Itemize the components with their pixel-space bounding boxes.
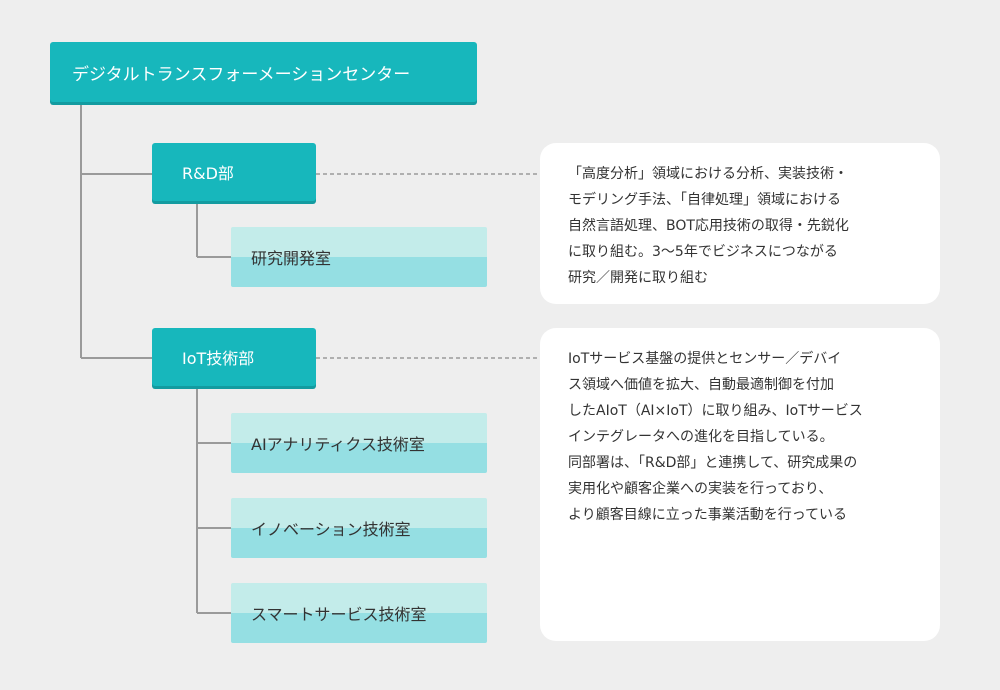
- desc-card-iot: IoTサービス基盤の提供とセンサー／デバイ ス領域へ価値を拡大、自動最適制御を付…: [540, 328, 940, 641]
- node-office-rnd-lab: 研究開発室: [231, 227, 487, 287]
- desc-rnd-line: 「高度分析」領域における分析、実装技術・: [568, 166, 848, 182]
- desc-rnd-line: に取り組む。3～5年でビジネスにつながる: [568, 244, 838, 260]
- desc-iot-line: IoTサービス基盤の提供とセンサー／デバイ: [568, 351, 842, 367]
- desc-card-rnd: 「高度分析」領域における分析、実装技術・ モデリング手法、「自律処理」領域におけ…: [540, 143, 940, 304]
- node-dept-rnd-label: R&D部: [182, 164, 234, 183]
- node-office-rnd-lab-label: 研究開発室: [251, 249, 332, 268]
- desc-iot-line: 同部署は、「R&D部」と連携して、研究成果の: [568, 455, 858, 471]
- node-dept-rnd: R&D部: [152, 143, 316, 201]
- desc-iot-line: したAIoT（AI×IoT）に取り組み、IoTサービス: [568, 403, 863, 419]
- node-dept-iot-label: IoT技術部: [182, 349, 255, 368]
- node-office-ai-analytics-label: AIアナリティクス技術室: [251, 435, 425, 454]
- desc-rnd-line: モデリング手法、「自律処理」領域における: [568, 192, 841, 208]
- desc-iot-line: 実用化や顧客企業への実装を行っており、: [568, 481, 833, 497]
- node-office-smart-service-label: スマートサービス技術室: [251, 605, 427, 624]
- desc-rnd-line: 研究／開発に取り組む: [568, 270, 708, 286]
- node-office-innovation: イノベーション技術室: [231, 498, 487, 558]
- desc-rnd-line: 自然言語処理、BOT応用技術の取得・先鋭化: [568, 218, 849, 234]
- node-root-dx-center: デジタルトランスフォーメーションセンター: [50, 42, 477, 102]
- desc-iot-line: ス領域へ価値を拡大、自動最適制御を付加: [568, 377, 834, 393]
- node-office-innovation-label: イノベーション技術室: [251, 520, 411, 539]
- node-office-smart-service: スマートサービス技術室: [231, 583, 487, 643]
- node-office-ai-analytics: AIアナリティクス技術室: [231, 413, 487, 473]
- desc-iot-line: より顧客目線に立った事業活動を行っている: [568, 507, 848, 523]
- node-root-label: デジタルトランスフォーメーションセンター: [72, 64, 411, 85]
- desc-iot-line: インテグレータへの進化を目指している。: [568, 429, 834, 445]
- node-dept-iot: IoT技術部: [152, 328, 316, 386]
